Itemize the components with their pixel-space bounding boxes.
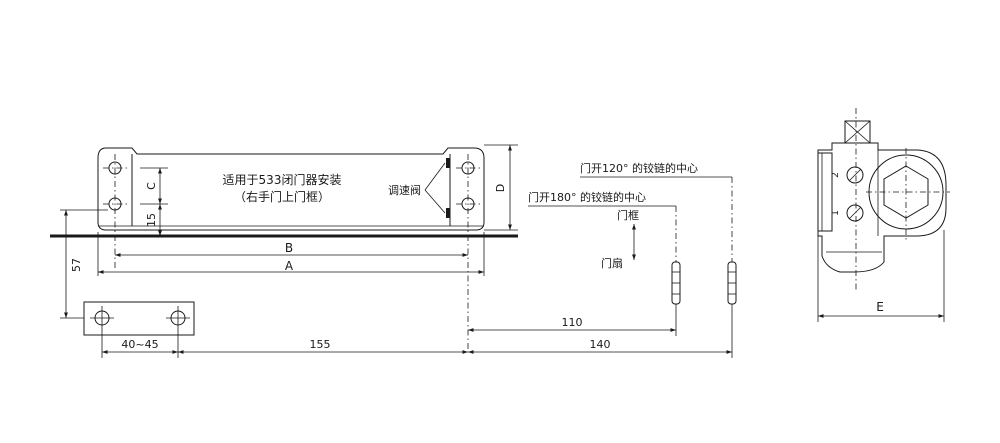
dimension-chain-bottom bbox=[101, 300, 733, 358]
dimension-e-label: E bbox=[876, 300, 884, 314]
dimension-57-label: 57 bbox=[70, 258, 83, 272]
speed-valve-label: 调速阀 bbox=[388, 183, 421, 197]
dimension-15-label: 15 bbox=[145, 213, 158, 227]
install-note-line-2: （右手门上门框） bbox=[234, 189, 330, 204]
hinge-120-label: 门开120° 的铰链的中心 bbox=[580, 161, 698, 175]
dimension-e bbox=[817, 230, 945, 322]
dimension-110-label: 110 bbox=[562, 316, 583, 329]
dimension-140-label: 140 bbox=[590, 338, 611, 351]
dimension-b-label: B bbox=[285, 241, 293, 255]
center-lines bbox=[103, 154, 481, 350]
dimension-110 bbox=[468, 300, 677, 336]
dimension-155-label: 155 bbox=[310, 338, 331, 351]
hinge-180-reference bbox=[528, 205, 677, 262]
dimension-57 bbox=[60, 209, 108, 319]
dimension-a bbox=[97, 232, 485, 276]
valve-1-label: 1 bbox=[831, 210, 841, 216]
dimension-a-label: A bbox=[285, 259, 294, 273]
dimension-40-45-label: 40~45 bbox=[121, 338, 158, 351]
hinge-180 bbox=[671, 261, 681, 305]
install-note-line-1: 适用于533闭门器安装 bbox=[223, 172, 342, 187]
door-frame-label: 门框 bbox=[617, 208, 639, 222]
dimension-d bbox=[484, 144, 518, 231]
dimension-c bbox=[140, 167, 168, 205]
hinge-120-reference bbox=[580, 176, 733, 262]
speed-valve-leaders bbox=[424, 162, 446, 214]
hinge-120 bbox=[727, 261, 737, 305]
valve-2-label: 2 bbox=[831, 172, 841, 178]
dimension-d-label: D bbox=[494, 184, 507, 192]
arm-bracket bbox=[83, 301, 195, 336]
closer-side-view bbox=[817, 108, 950, 292]
dimension-c-label: C bbox=[145, 182, 158, 190]
door-leaf-label: 门扇 bbox=[601, 256, 623, 270]
hinge-180-label: 门开180° 的铰链的中心 bbox=[528, 190, 646, 204]
closer-body bbox=[97, 147, 485, 231]
